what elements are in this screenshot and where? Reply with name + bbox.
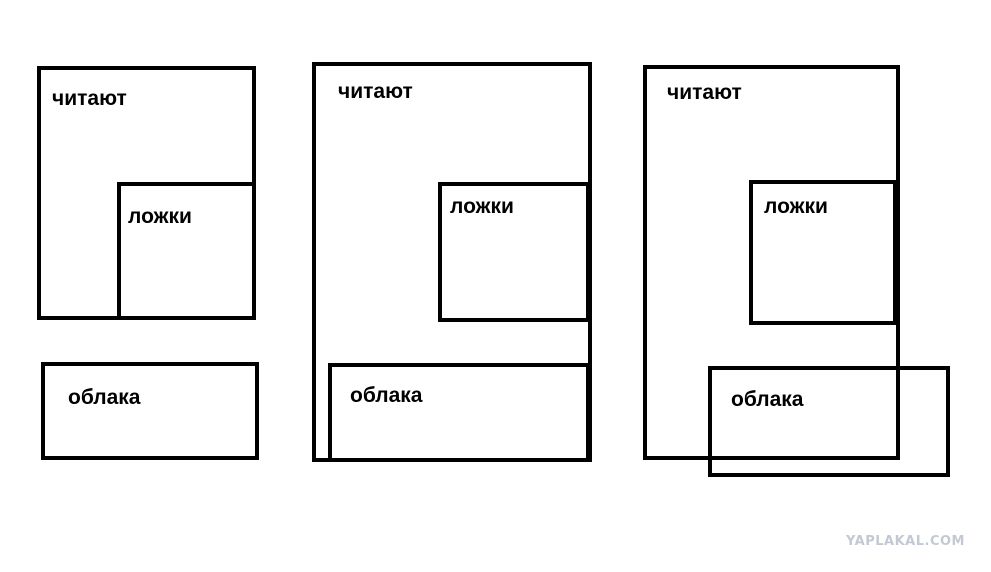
variant-3-clouds-label: облака xyxy=(731,388,804,411)
variant-3-spoons-label: ложки xyxy=(764,195,828,218)
variant-2-spoons-label: ложки xyxy=(450,195,514,218)
variant-3-spoons-box xyxy=(749,180,897,325)
variant-2-clouds-box xyxy=(328,363,590,462)
variant-3-read-label: читают xyxy=(667,81,742,104)
variant-2-spoons-box xyxy=(438,182,590,322)
site-watermark: YAPLAKAL.COM xyxy=(846,534,965,549)
variant-1-clouds-box xyxy=(41,362,259,460)
variant-2-clouds-label: облака xyxy=(350,384,423,407)
variant-3-clouds-box xyxy=(708,366,950,477)
variant-1-read-label: читают xyxy=(52,87,127,110)
variant-1-spoons-box xyxy=(117,182,256,320)
variant-1-spoons-label: ложки xyxy=(128,205,192,228)
variant-1-clouds-label: облака xyxy=(68,386,141,409)
variant-2-read-label: читают xyxy=(338,80,413,103)
variant-3-read-box xyxy=(643,65,900,460)
